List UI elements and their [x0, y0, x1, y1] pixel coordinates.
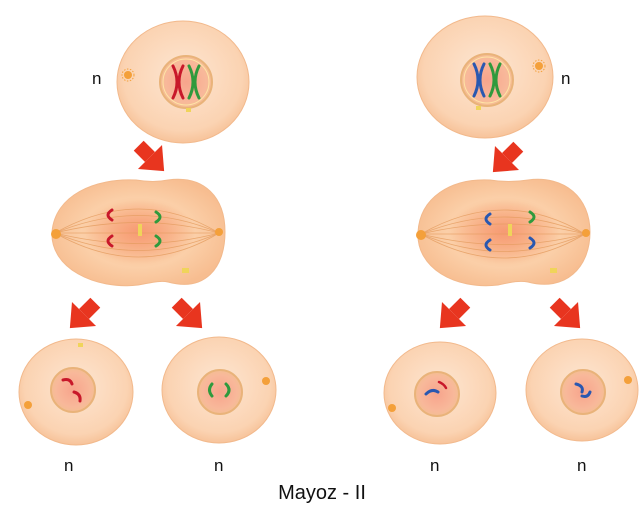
chromosome-x-red — [171, 64, 185, 100]
diagram-caption: Mayoz - II — [278, 482, 366, 504]
daughter-cell-2 — [161, 336, 277, 444]
daughter-cell-4 — [525, 338, 639, 442]
top-left-cell — [116, 20, 250, 144]
arrow-icon — [133, 140, 165, 172]
arrow-icon — [171, 297, 203, 329]
chromosome-blue — [484, 212, 492, 252]
centrosome-icon — [24, 401, 32, 409]
daughter-cell-3 — [383, 341, 497, 445]
arrow-icon — [439, 297, 471, 329]
ploidy-label: n — [92, 69, 102, 88]
chromosome-green — [154, 210, 162, 248]
chromosome-x-green — [187, 64, 201, 100]
centrosome-icon — [121, 68, 135, 82]
ploidy-label: n — [561, 69, 571, 88]
ploidy-label: n — [577, 456, 587, 475]
centrosome-icon — [624, 376, 632, 384]
centrosome-icon — [388, 404, 396, 412]
centrosome-icon — [51, 229, 61, 239]
dividing-cell-right — [416, 178, 591, 287]
centrosome-icon — [215, 228, 223, 236]
spindle-fibers — [420, 209, 586, 259]
daughter-cell-1 — [18, 338, 134, 446]
chromosome-red — [106, 208, 114, 248]
spindle-fibers — [54, 208, 220, 258]
centrosome-icon — [416, 230, 426, 240]
top-right-cell — [416, 15, 554, 139]
ploidy-label: n — [430, 456, 440, 475]
centrosome-icon — [582, 229, 590, 237]
ploidy-label: n — [64, 456, 74, 475]
chromosome-x-blue — [472, 62, 486, 98]
arrow-icon — [69, 297, 101, 329]
arrow-icon — [549, 297, 581, 329]
arrow-icon — [492, 141, 524, 173]
chromosome-x-green — [488, 62, 502, 98]
chromosome-green — [528, 210, 536, 250]
centrosome-icon — [532, 59, 546, 73]
centrosome-icon — [262, 377, 270, 385]
ploidy-label: n — [214, 456, 224, 475]
dividing-cell-left — [51, 178, 226, 287]
